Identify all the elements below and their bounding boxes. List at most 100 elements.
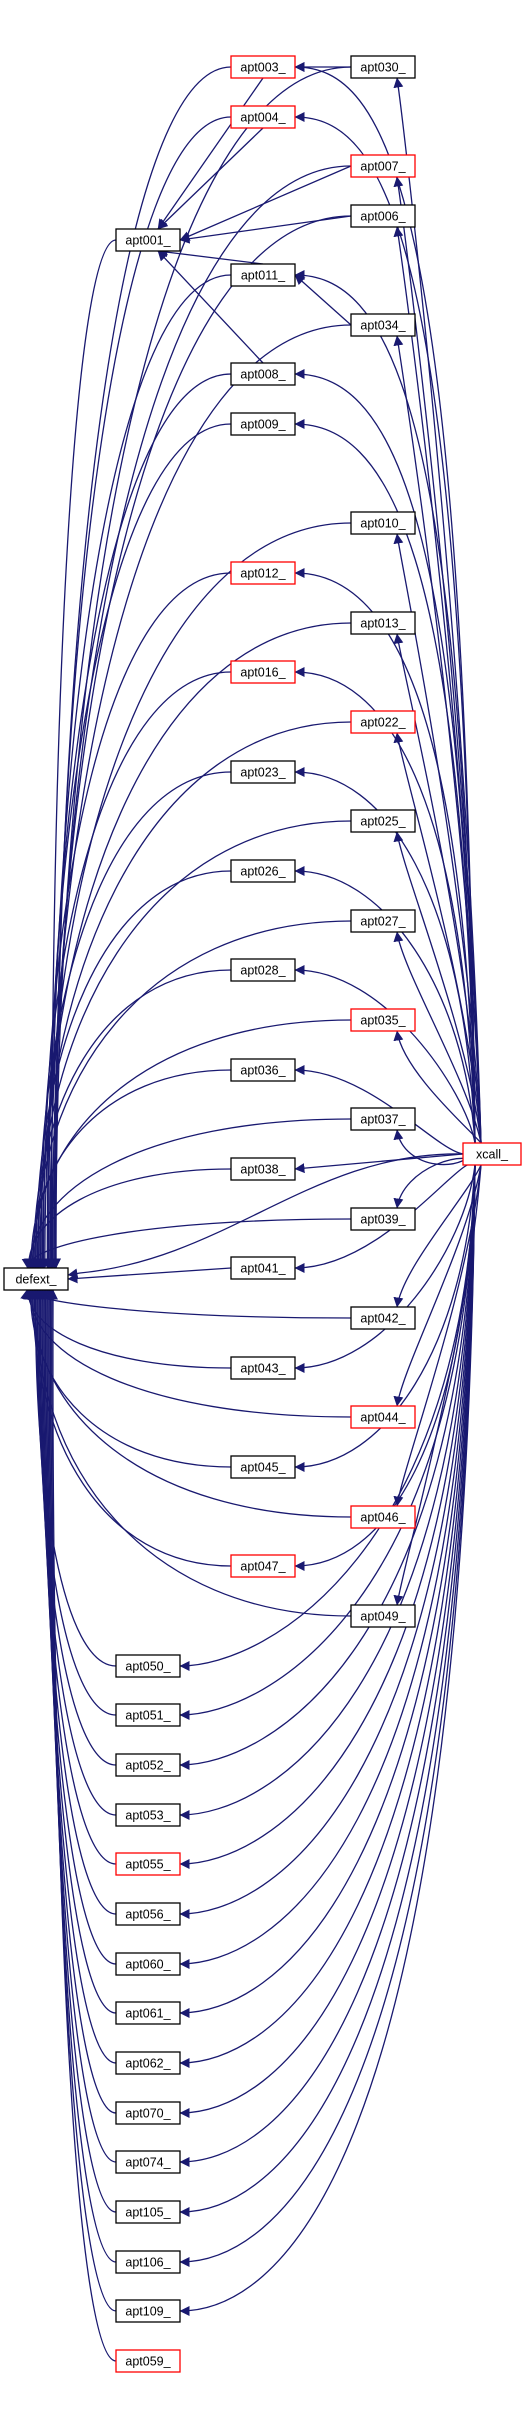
node-apt043[interactable]: apt043_ — [230, 1356, 296, 1380]
node-apt070[interactable]: apt070_ — [115, 2101, 181, 2125]
node-apt042[interactable]: apt042_ — [350, 1306, 416, 1330]
node-apt003-box[interactable] — [230, 55, 296, 79]
node-apt010-box[interactable] — [350, 511, 416, 535]
node-apt037-box[interactable] — [350, 1107, 416, 1131]
node-apt106[interactable]: apt106_ — [115, 2250, 181, 2274]
node-apt046[interactable]: apt046_ — [350, 1505, 416, 1529]
node-apt041[interactable]: apt041_ — [230, 1256, 296, 1280]
node-apt053[interactable]: apt053_ — [115, 1803, 181, 1827]
node-apt049[interactable]: apt049_ — [350, 1604, 416, 1628]
node-apt016-box[interactable] — [230, 660, 296, 684]
node-apt023-box[interactable] — [230, 760, 296, 784]
node-apt034[interactable]: apt034_ — [350, 313, 416, 337]
node-apt041-box[interactable] — [230, 1256, 296, 1280]
node-apt027-box[interactable] — [350, 909, 416, 933]
node-apt074[interactable]: apt074_ — [115, 2150, 181, 2174]
node-apt049-box[interactable] — [350, 1604, 416, 1628]
node-apt044-box[interactable] — [350, 1405, 416, 1429]
node-apt034-box[interactable] — [350, 313, 416, 337]
node-apt007-box[interactable] — [350, 154, 416, 178]
node-apt001[interactable]: apt001_ — [115, 228, 181, 252]
node-apt070-box[interactable] — [115, 2101, 181, 2125]
node-apt008-box[interactable] — [230, 362, 296, 386]
node-apt013-box[interactable] — [350, 611, 416, 635]
node-apt055-box[interactable] — [115, 1852, 181, 1876]
node-apt022[interactable]: apt022_ — [350, 710, 416, 734]
node-apt025-box[interactable] — [350, 809, 416, 833]
node-apt008[interactable]: apt008_ — [230, 362, 296, 386]
node-apt012[interactable]: apt012_ — [230, 561, 296, 585]
node-defext-box[interactable] — [3, 1267, 69, 1291]
node-apt007[interactable]: apt007_ — [350, 154, 416, 178]
node-apt046-box[interactable] — [350, 1505, 416, 1529]
node-apt047-box[interactable] — [230, 1554, 296, 1578]
node-apt050[interactable]: apt050_ — [115, 1654, 181, 1678]
node-xcall-box[interactable] — [462, 1142, 522, 1166]
node-apt011[interactable]: apt011_ — [230, 263, 296, 287]
node-apt039-box[interactable] — [350, 1207, 416, 1231]
node-apt106-box[interactable] — [115, 2250, 181, 2274]
node-apt045[interactable]: apt045_ — [230, 1455, 296, 1479]
node-apt055[interactable]: apt055_ — [115, 1852, 181, 1876]
node-apt051-box[interactable] — [115, 1703, 181, 1727]
node-apt059-box[interactable] — [115, 2349, 181, 2373]
node-apt010[interactable]: apt010_ — [350, 511, 416, 535]
node-apt056[interactable]: apt056_ — [115, 1902, 181, 1926]
node-apt027[interactable]: apt027_ — [350, 909, 416, 933]
node-apt109-box[interactable] — [115, 2299, 181, 2323]
node-apt105-box[interactable] — [115, 2200, 181, 2224]
node-apt043-box[interactable] — [230, 1356, 296, 1380]
node-apt009-box[interactable] — [230, 412, 296, 436]
node-apt030[interactable]: apt030_ — [350, 55, 416, 79]
node-apt052[interactable]: apt052_ — [115, 1753, 181, 1777]
node-apt001-box[interactable] — [115, 228, 181, 252]
node-apt016[interactable]: apt016_ — [230, 660, 296, 684]
node-apt060-box[interactable] — [115, 1952, 181, 1976]
node-apt036[interactable]: apt036_ — [230, 1058, 296, 1082]
node-apt074-box[interactable] — [115, 2150, 181, 2174]
node-apt025[interactable]: apt025_ — [350, 809, 416, 833]
node-apt037[interactable]: apt037_ — [350, 1107, 416, 1131]
node-apt053-box[interactable] — [115, 1803, 181, 1827]
node-apt028-box[interactable] — [230, 958, 296, 982]
node-apt004[interactable]: apt004_ — [230, 105, 296, 129]
node-apt047[interactable]: apt047_ — [230, 1554, 296, 1578]
node-apt013[interactable]: apt013_ — [350, 611, 416, 635]
node-apt061[interactable]: apt061_ — [115, 2001, 181, 2025]
node-apt039[interactable]: apt039_ — [350, 1207, 416, 1231]
node-apt060[interactable]: apt060_ — [115, 1952, 181, 1976]
node-apt006[interactable]: apt006_ — [350, 204, 416, 228]
node-apt045-box[interactable] — [230, 1455, 296, 1479]
node-apt036-box[interactable] — [230, 1058, 296, 1082]
node-xcall[interactable]: xcall_ — [462, 1142, 522, 1166]
node-apt006-box[interactable] — [350, 204, 416, 228]
node-apt062-box[interactable] — [115, 2051, 181, 2075]
node-apt011-box[interactable] — [230, 263, 296, 287]
node-apt035[interactable]: apt035_ — [350, 1008, 416, 1032]
node-apt059[interactable]: apt059_ — [115, 2349, 181, 2373]
node-apt030-box[interactable] — [350, 55, 416, 79]
node-apt038-box[interactable] — [230, 1157, 296, 1181]
node-apt044[interactable]: apt044_ — [350, 1405, 416, 1429]
node-apt023[interactable]: apt023_ — [230, 760, 296, 784]
node-apt042-box[interactable] — [350, 1306, 416, 1330]
node-apt062[interactable]: apt062_ — [115, 2051, 181, 2075]
node-apt028[interactable]: apt028_ — [230, 958, 296, 982]
node-apt012-box[interactable] — [230, 561, 296, 585]
node-apt026-box[interactable] — [230, 859, 296, 883]
node-apt056-box[interactable] — [115, 1902, 181, 1926]
node-apt035-box[interactable] — [350, 1008, 416, 1032]
node-apt026[interactable]: apt026_ — [230, 859, 296, 883]
node-apt038[interactable]: apt038_ — [230, 1157, 296, 1181]
node-apt051[interactable]: apt051_ — [115, 1703, 181, 1727]
node-apt004-box[interactable] — [230, 105, 296, 129]
node-apt009[interactable]: apt009_ — [230, 412, 296, 436]
node-apt003[interactable]: apt003_ — [230, 55, 296, 79]
node-apt061-box[interactable] — [115, 2001, 181, 2025]
node-apt105[interactable]: apt105_ — [115, 2200, 181, 2224]
node-apt022-box[interactable] — [350, 710, 416, 734]
node-apt109[interactable]: apt109_ — [115, 2299, 181, 2323]
node-apt052-box[interactable] — [115, 1753, 181, 1777]
node-apt050-box[interactable] — [115, 1654, 181, 1678]
node-defext[interactable]: defext_ — [3, 1267, 69, 1291]
